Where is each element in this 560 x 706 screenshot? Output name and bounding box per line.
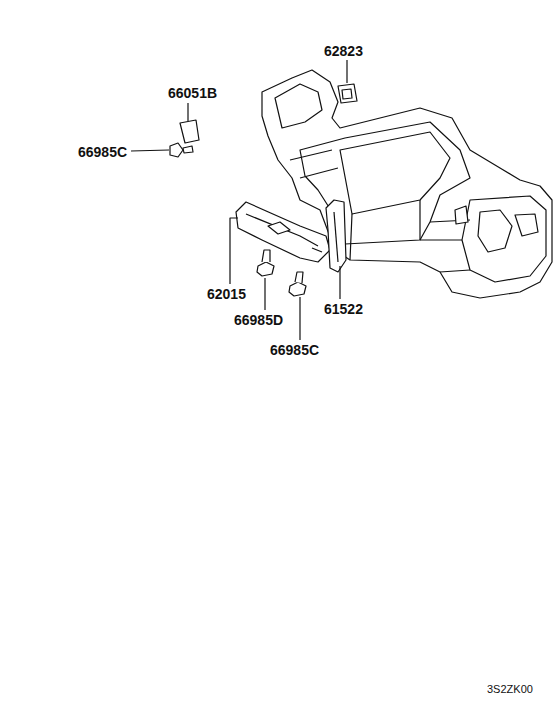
bolt (257, 250, 274, 276)
callout-number: 62015 (207, 287, 246, 301)
plate-part (180, 120, 199, 143)
callout-number: 61522 (324, 302, 363, 316)
callout-number: 66985C (270, 343, 319, 357)
bolt (170, 143, 193, 157)
callout-number: 62823 (324, 44, 363, 58)
callout-number: 66051B (168, 86, 217, 100)
bolt (289, 272, 306, 296)
leader-lines (131, 60, 347, 340)
callout-number: 66985D (234, 313, 283, 327)
bracket-62015 (236, 202, 330, 262)
drawing-code: 3S2ZK00 (487, 684, 533, 695)
clip-part (338, 84, 357, 103)
radiator-support (262, 70, 552, 298)
callout-number: 66985C (78, 145, 127, 159)
bracket-61522 (326, 200, 346, 272)
